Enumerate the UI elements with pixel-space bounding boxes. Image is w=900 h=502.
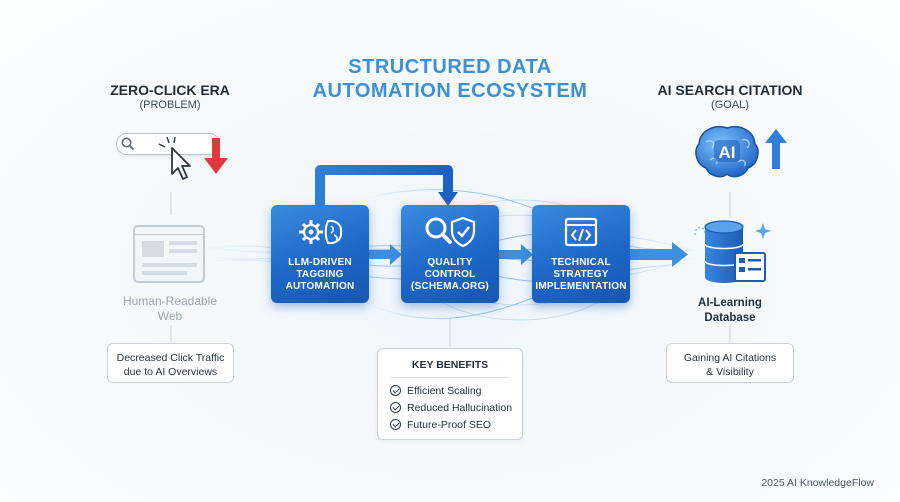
right-column-subtitle: (GOAL) — [711, 99, 749, 111]
cursor-click-icon — [158, 136, 191, 180]
right-column-title: AI SEARCH CITATION — [657, 82, 803, 98]
database-icon — [694, 220, 771, 283]
key-benefits-heading: KEY BENEFITS — [411, 359, 489, 371]
magnifier-shield-icon — [425, 216, 476, 248]
left-column-title: ZERO-CLICK ERA — [110, 82, 230, 98]
check-circle-icon — [390, 385, 401, 396]
db-label-line-2: Database — [704, 312, 756, 324]
process-box-technical: TECHNICAL STRATEGY IMPLEMENTATION — [532, 205, 630, 303]
title-line-2: AUTOMATION ECOSYSTEM — [312, 80, 588, 102]
tagging-label-line-2: TAGGING — [296, 269, 344, 280]
footer-credit: 2025 AI KnowledgeFlow — [761, 477, 874, 489]
check-circle-icon — [390, 402, 401, 413]
goal-note-line-2: & Visibility — [706, 366, 754, 378]
arrow-down-icon — [204, 138, 228, 174]
problem-note: Decreased Click Traffic due to AI Overvi… — [107, 343, 234, 383]
web-page-icon — [133, 225, 205, 283]
benefits-divider — [390, 377, 510, 378]
key-benefits-card: KEY BENEFITS Efficient Scaling Reduced H… — [377, 348, 523, 440]
left-column-subtitle: (PROBLEM) — [139, 99, 201, 111]
process-box-tagging: LLM-DRIVEN TAGGING AUTOMATION — [271, 205, 369, 303]
benefit-item: Efficient Scaling — [378, 382, 522, 399]
benefit-text: Efficient Scaling — [407, 384, 482, 397]
check-circle-icon — [390, 419, 401, 430]
quality-label-line-3: (SCHEMA.ORG) — [411, 281, 489, 292]
benefit-item: Future-Proof SEO — [378, 416, 522, 433]
process-box-quality: QUALITY CONTROL (SCHEMA.ORG) — [401, 205, 499, 303]
tagging-label-line-3: AUTOMATION — [285, 281, 355, 292]
technical-label-line-1: TECHNICAL — [551, 257, 611, 268]
tagging-label-line-1: LLM-DRIVEN — [288, 257, 352, 268]
db-label-line-1: AI-Learning — [698, 297, 762, 309]
quality-label-line-2: CONTROL — [424, 269, 476, 280]
problem-note-line-1: Decreased Click Traffic — [116, 352, 225, 364]
gear-brain-icon — [299, 219, 343, 245]
human-readable-web-label: Human-Readable Web — [95, 294, 245, 324]
quality-label-line-1: QUALITY — [427, 257, 473, 268]
technical-label-line-3: IMPLEMENTATION — [535, 281, 627, 292]
web-label-line-1: Human-Readable — [122, 294, 218, 308]
code-window-icon — [564, 217, 598, 247]
technical-label-line-2: STRATEGY — [553, 269, 609, 280]
arrow-up-icon — [765, 129, 787, 169]
database-label: AI-Learning Database — [660, 296, 800, 326]
benefit-text: Reduced Hallucination — [407, 401, 513, 414]
search-icon — [121, 137, 135, 151]
benefit-item: Reduced Hallucination — [378, 399, 522, 416]
ai-badge-text: AI — [719, 143, 736, 162]
problem-note-line-2: due to AI Overviews — [123, 366, 218, 378]
benefit-text: Future-Proof SEO — [407, 418, 492, 431]
goal-note: Gaining AI Citations & Visibility — [666, 343, 794, 383]
main-title: STRUCTURED DATA AUTOMATION ECOSYSTEM — [0, 55, 900, 103]
web-label-line-2: Web — [157, 309, 183, 323]
ai-brain-icon: AI — [695, 126, 759, 178]
title-line-1: STRUCTURED DATA — [348, 56, 552, 78]
goal-note-line-1: Gaining AI Citations — [683, 352, 777, 364]
